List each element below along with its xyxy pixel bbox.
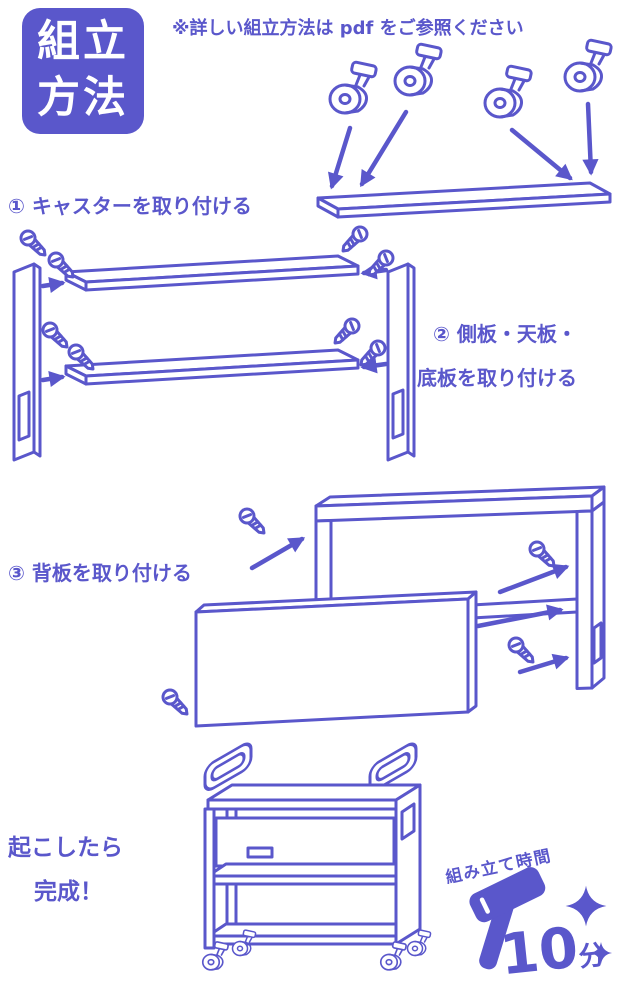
assembly-arrow-icon [509, 127, 573, 181]
screw-icon [336, 222, 372, 258]
bottom-board [64, 348, 360, 386]
screw-icon [235, 504, 271, 540]
finish-label-line1: 起こしたら [8, 835, 123, 861]
screw-icon [44, 248, 80, 284]
caster-wheel-icon [379, 940, 408, 971]
assembly-arrow-icon [360, 357, 389, 374]
caster-wheel-icon [483, 64, 534, 119]
cart-top-shelf [206, 783, 422, 811]
assembly-arrow-icon [359, 109, 409, 188]
badge-line2: 方法 [37, 73, 129, 123]
side-panel-left [12, 262, 42, 462]
screw-icon [328, 314, 364, 350]
cart-mid-shelf [206, 862, 416, 886]
time-minutes: 10 [496, 915, 582, 989]
assembly-arrow-icon [497, 563, 570, 595]
assembly-arrow-icon [582, 101, 599, 176]
step3-illustration [158, 485, 606, 728]
step1-illustration [316, 38, 614, 219]
assembly-arrow-icon [40, 370, 66, 387]
badge-line1: 組立 [37, 17, 129, 68]
time-unit: 分 [577, 939, 608, 974]
step2-illustration [12, 222, 416, 462]
caster-wheel-icon [328, 60, 379, 115]
cart-handle-right [368, 742, 418, 791]
cart-front-leg [203, 807, 216, 950]
screw-icon [158, 685, 194, 721]
bottom-panel-board [316, 181, 612, 219]
hammer-icon [469, 867, 546, 970]
assembly-arrow-icon [40, 276, 66, 293]
caster-wheel-icon [563, 38, 614, 93]
assembly-arrow-icon [249, 536, 306, 571]
screw-icon [525, 537, 561, 573]
assembly-arrow-icon [327, 125, 353, 190]
screw-icon [38, 318, 74, 354]
top-board [64, 254, 360, 292]
step2-label-line1: ② 側板・天板・ [433, 322, 577, 346]
assembly-time-value: 10分 [497, 913, 608, 989]
cart-back-panel [214, 816, 396, 868]
finished-cart-illustration [201, 742, 432, 971]
step3-label: ③ 背板を取り付ける [8, 561, 192, 585]
step1-label: ① キャスターを取り付ける [8, 194, 252, 218]
screw-icon [16, 226, 52, 262]
cart-side-panel-right [394, 783, 422, 946]
assembly-arrow-icon [475, 604, 564, 629]
step2-label-line2: 底板を取り付ける [417, 366, 577, 390]
side-panel-right [386, 262, 416, 462]
finish-label-line2: 完成！ [34, 879, 103, 905]
assembly-method-badge: 組立 方法 [22, 8, 144, 134]
assembly-time-illustration [469, 867, 613, 970]
screw-icon [504, 633, 540, 669]
cart-handle-left [203, 742, 253, 791]
pdf-reference-note: ※詳しい組立方法は pdf をご参照ください [172, 18, 524, 39]
caster-wheel-icon [393, 42, 444, 97]
back-panel [194, 590, 478, 728]
assembly-arrow-icon [517, 653, 570, 675]
